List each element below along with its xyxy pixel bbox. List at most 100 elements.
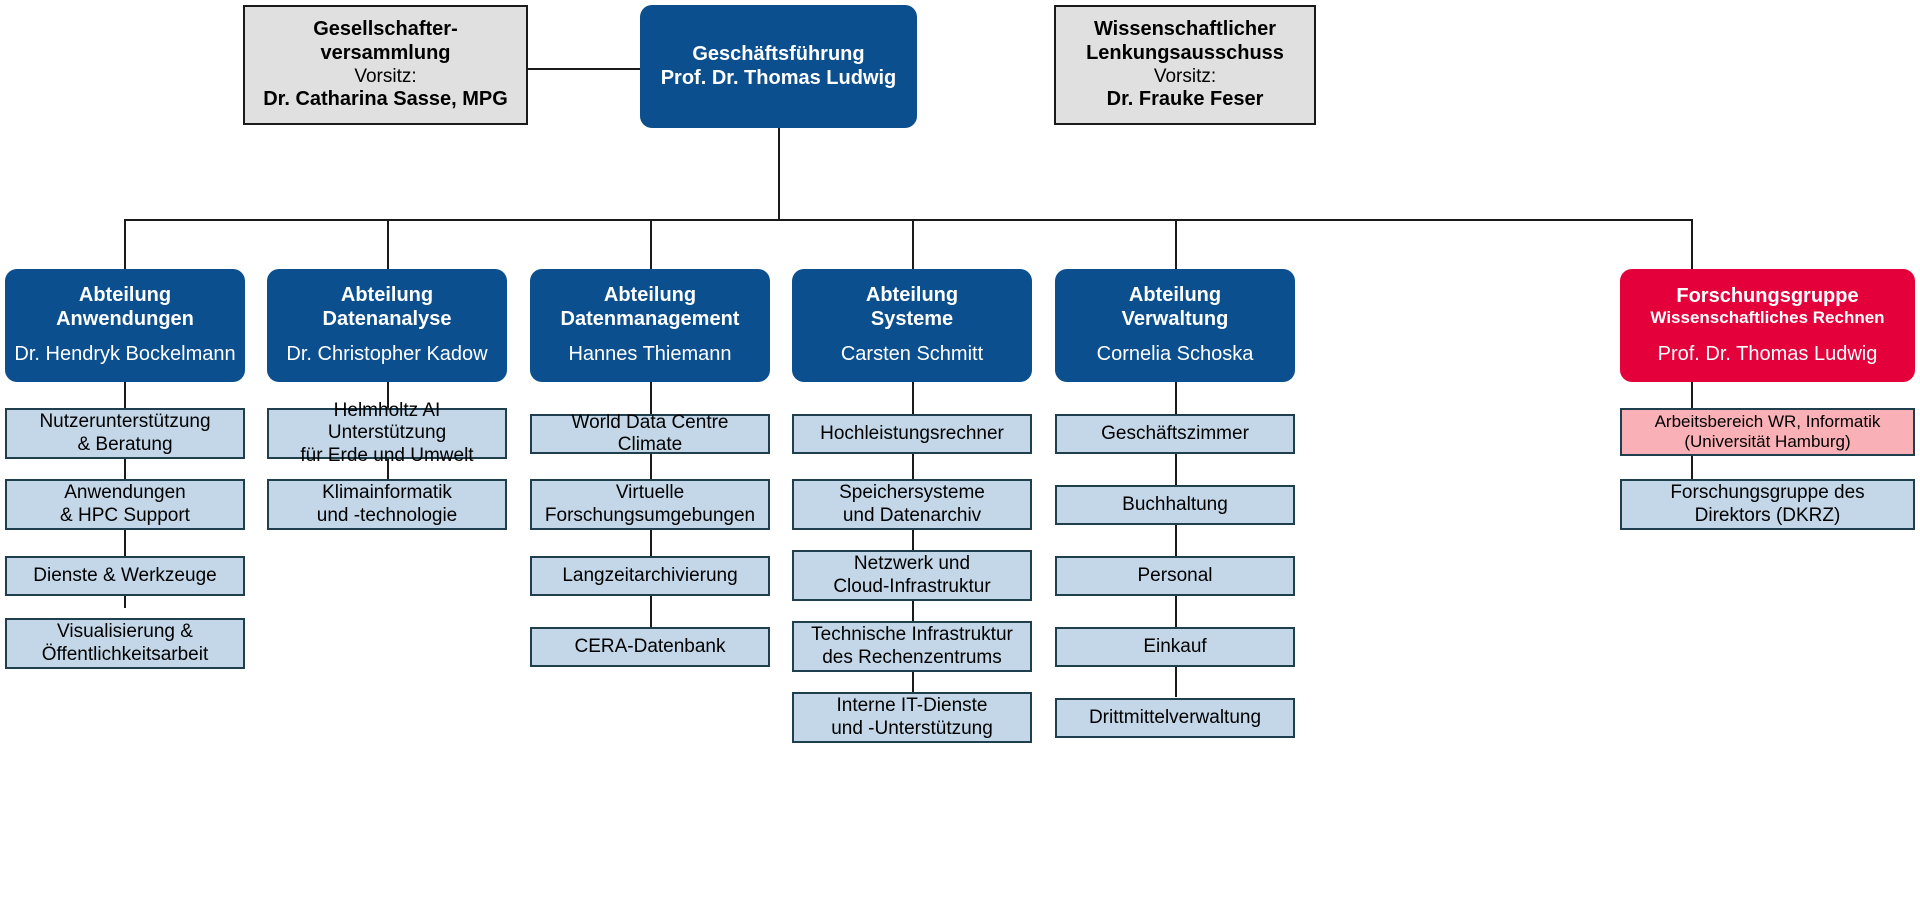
unit-anwendungen-4[interactable]: Visualisierung & Öffentlichkeitsarbeit (5, 618, 245, 669)
committee-steering-title-line1: Wissenschaftlicher (1093, 18, 1277, 41)
connector-drop-dept-4 (912, 219, 914, 269)
unit-datenmanagement-2-line2: Forschungsumgebungen (544, 504, 756, 526)
unit-anwendungen-1[interactable]: Nutzerunterstützung & Beratung (5, 408, 245, 459)
unit-verwaltung-2-line1: Buchhaltung (1122, 493, 1228, 515)
department-verwaltung-head: Cornelia Schoska (1096, 343, 1254, 366)
department-verwaltung[interactable]: Abteilung Verwaltung Cornelia Schoska (1055, 269, 1295, 382)
unit-verwaltung-1[interactable]: Geschäftszimmer (1055, 414, 1295, 454)
unit-systeme-3[interactable]: Netzwerk und Cloud-Infrastruktur (792, 550, 1032, 601)
unit-verwaltung-3-line1: Personal (1137, 564, 1213, 586)
unit-systeme-3-line2: Cloud-Infrastruktur (833, 575, 991, 597)
unit-systeme-3-line1: Netzwerk und (853, 553, 971, 575)
committee-shareholders-meeting[interactable]: Gesellschafter- versammlung Vorsitz: Dr.… (243, 5, 528, 125)
connector-management-trunk (778, 128, 780, 220)
department-anwendungen-head: Dr. Hendryk Bockelmann (14, 343, 236, 366)
committee-shareholders-title-line1: Gesellschafter- (313, 18, 458, 41)
department-systeme-head: Carsten Schmitt (840, 343, 984, 366)
unit-datenanalyse-1[interactable]: Helmholtz AI Unterstützung für Erde und … (267, 400, 507, 466)
unit-datenmanagement-3[interactable]: Langzeitarchivierung (530, 556, 770, 596)
department-systeme-title-line2: Systeme (870, 307, 954, 330)
unit-research-group-1-line1: Arbeitsbereich WR, Informatik (1654, 411, 1881, 431)
connector-drop-dept-2 (387, 219, 389, 269)
management-box[interactable]: Geschäftsführung Prof. Dr. Thomas Ludwig (640, 5, 917, 128)
unit-datenmanagement-1[interactable]: World Data Centre Climate (530, 411, 770, 455)
unit-research-group-2-line2: Direktors (DKRZ) (1694, 504, 1841, 526)
unit-verwaltung-5-line1: Drittmittelverwaltung (1088, 706, 1262, 728)
department-anwendungen-title-line1: Abteilung (78, 284, 172, 307)
unit-verwaltung-5[interactable]: Drittmittelverwaltung (1055, 698, 1295, 738)
unit-verwaltung-4-line1: Einkauf (1143, 635, 1207, 657)
unit-systeme-4-line1: Technische Infrastruktur (811, 624, 1013, 646)
research-group-title-line2: Wissenschaftliches Rechnen (1650, 308, 1885, 328)
connector-shareholders-to-management (527, 68, 640, 70)
unit-datenmanagement-4-line1: CERA-Datenbank (574, 635, 726, 657)
research-group-box[interactable]: Forschungsgruppe Wissenschaftliches Rech… (1620, 269, 1915, 382)
unit-anwendungen-2[interactable]: Anwendungen & HPC Support (5, 479, 245, 530)
connector-department-bus (124, 219, 1692, 221)
department-datenmanagement[interactable]: Abteilung Datenmanagement Hannes Thieman… (530, 269, 770, 382)
connector-systeme-units (912, 382, 914, 697)
unit-datenmanagement-3-line1: Langzeitarchivierung (562, 564, 738, 586)
unit-anwendungen-4-line1: Visualisierung & (57, 621, 193, 643)
unit-datenmanagement-1-line1: World Data Centre Climate (571, 411, 729, 455)
unit-anwendungen-4-line2: Öffentlichkeitsarbeit (41, 643, 209, 665)
department-systeme[interactable]: Abteilung Systeme Carsten Schmitt (792, 269, 1032, 382)
unit-systeme-4-line2: des Rechenzentrums (822, 646, 1002, 668)
department-verwaltung-title-line2: Verwaltung (1121, 307, 1229, 330)
unit-datenmanagement-4[interactable]: CERA-Datenbank (530, 627, 770, 667)
unit-datenanalyse-1-line1: Helmholtz AI Unterstützung (327, 399, 447, 444)
unit-systeme-5[interactable]: Interne IT-Dienste und -Unterstützung (792, 692, 1032, 743)
research-group-head: Prof. Dr. Thomas Ludwig (1657, 342, 1878, 365)
committee-scientific-steering[interactable]: Wissenschaftlicher Lenkungsausschuss Vor… (1054, 5, 1316, 125)
unit-systeme-1[interactable]: Hochleistungsrechner (792, 414, 1032, 454)
committee-steering-title-line2: Lenkungsausschuss (1086, 42, 1284, 64)
department-verwaltung-title-line1: Abteilung (1128, 284, 1222, 307)
unit-research-group-2[interactable]: Forschungsgruppe des Direktors (DKRZ) (1620, 479, 1915, 530)
unit-systeme-2[interactable]: Speichersysteme und Datenarchiv (792, 479, 1032, 530)
department-anwendungen[interactable]: Abteilung Anwendungen Dr. Hendryk Bockel… (5, 269, 245, 382)
unit-datenmanagement-2[interactable]: Virtuelle Forschungsumgebungen (530, 479, 770, 530)
unit-systeme-5-line2: und -Unterstützung (831, 717, 993, 739)
department-datenmanagement-title-line2: Datenmanagement (560, 307, 740, 330)
management-title: Geschäftsführung (692, 42, 865, 65)
unit-verwaltung-1-line1: Geschäftszimmer (1101, 422, 1249, 444)
unit-anwendungen-3-line1: Dienste & Werkzeuge (33, 564, 217, 586)
committee-steering-person: Dr. Frauke Feser (1106, 88, 1264, 110)
unit-systeme-5-line1: Interne IT-Dienste (836, 695, 988, 717)
connector-drop-dept-3 (650, 219, 652, 269)
management-person: Prof. Dr. Thomas Ludwig (660, 66, 897, 89)
unit-research-group-1-line2: (Universität Hamburg) (1684, 432, 1851, 451)
connector-drop-dept-1 (124, 219, 126, 269)
committee-steering-role-label: Vorsitz: (1153, 65, 1217, 87)
department-systeme-title-line1: Abteilung (865, 284, 959, 307)
department-anwendungen-title-line2: Anwendungen (56, 307, 194, 330)
unit-research-group-2-line1: Forschungsgruppe des (1670, 482, 1865, 504)
unit-datenanalyse-2-line2: und -technologie (316, 504, 458, 526)
unit-anwendungen-1-line1: Nutzerunterstützung (39, 411, 211, 433)
unit-systeme-2-line2: und Datenarchiv (842, 504, 982, 526)
research-group-title-line1: Forschungsgruppe (1676, 284, 1859, 307)
unit-anwendungen-2-line1: Anwendungen (64, 482, 186, 504)
department-datenanalyse-head: Dr. Christopher Kadow (286, 343, 488, 366)
unit-datenanalyse-2-line1: Klimainformatik (322, 482, 452, 504)
department-datenmanagement-title-line1: Abteilung (603, 284, 697, 307)
unit-datenanalyse-1-line2: für Erde und Umwelt (300, 444, 474, 466)
department-datenmanagement-head: Hannes Thiemann (568, 343, 732, 366)
committee-shareholders-title-line2: versammlung (320, 42, 451, 64)
unit-datenmanagement-2-line1: Virtuelle (615, 482, 685, 504)
unit-systeme-4[interactable]: Technische Infrastruktur des Rechenzentr… (792, 621, 1032, 672)
unit-anwendungen-3[interactable]: Dienste & Werkzeuge (5, 556, 245, 596)
committee-shareholders-role-label: Vorsitz: (354, 65, 417, 87)
unit-verwaltung-3[interactable]: Personal (1055, 556, 1295, 596)
unit-systeme-1-line1: Hochleistungsrechner (820, 422, 1004, 444)
committee-shareholders-person: Dr. Catharina Sasse, MPG (263, 88, 508, 110)
unit-anwendungen-1-line2: & Beratung (77, 433, 173, 455)
unit-datenanalyse-2[interactable]: Klimainformatik und -technologie (267, 479, 507, 530)
connector-drop-dept-5 (1175, 219, 1177, 269)
department-datenanalyse[interactable]: Abteilung Datenanalyse Dr. Christopher K… (267, 269, 507, 382)
unit-verwaltung-4[interactable]: Einkauf (1055, 627, 1295, 667)
connector-drop-research-group (1691, 219, 1693, 269)
unit-verwaltung-2[interactable]: Buchhaltung (1055, 485, 1295, 525)
unit-research-group-1[interactable]: Arbeitsbereich WR, Informatik (Universit… (1620, 408, 1915, 456)
